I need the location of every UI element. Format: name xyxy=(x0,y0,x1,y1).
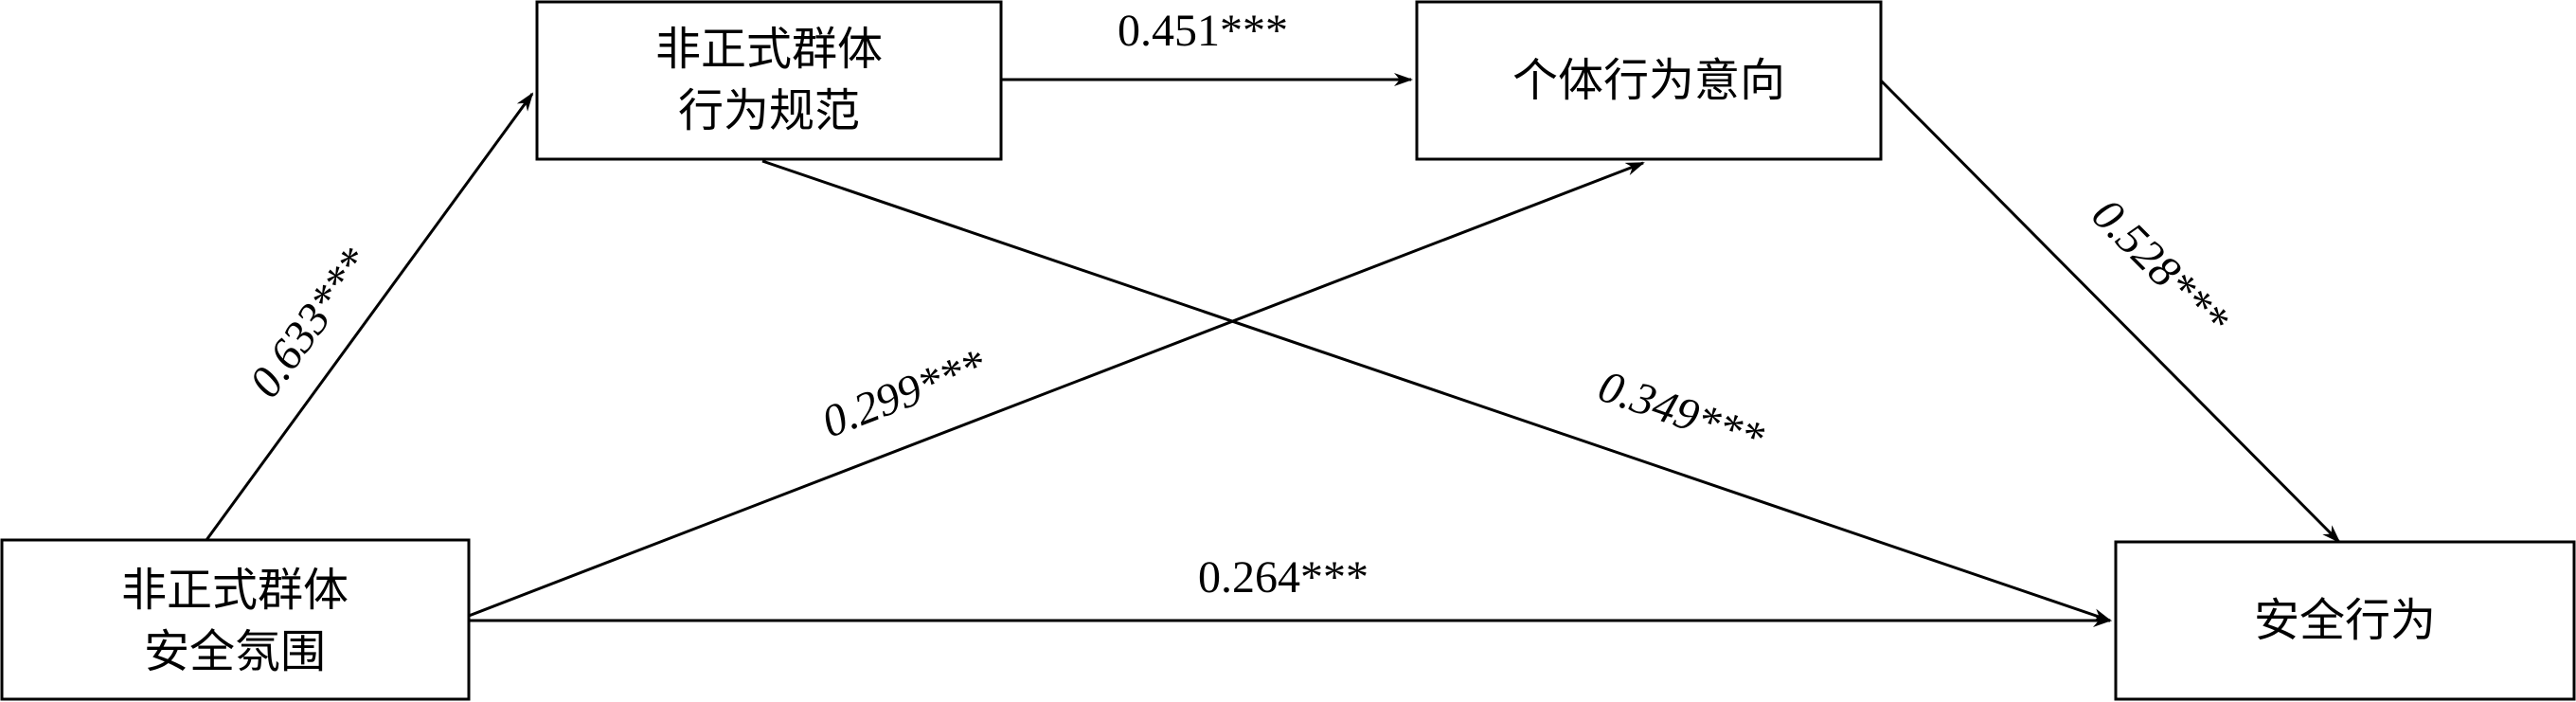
node-norms-line1: 非正式群体 xyxy=(655,23,883,76)
node-climate-line1: 非正式群体 xyxy=(121,564,349,617)
coef-climate-to-behavior: 0.264*** xyxy=(1198,552,1368,603)
node-safety-behavior: 安全行为 xyxy=(2114,540,2576,701)
edge-climate-to-norms xyxy=(205,92,534,541)
node-behavior-label: 安全行为 xyxy=(2254,594,2436,647)
node-climate-line2: 安全氛围 xyxy=(144,625,326,678)
node-informal-group-behavior-norms: 非正式群体 行为规范 xyxy=(535,0,1003,161)
node-individual-behavior-intention: 个体行为意向 xyxy=(1415,0,1883,161)
coef-norms-to-behavior: 0.349*** xyxy=(1592,361,1769,464)
edge-norms-to-behavior xyxy=(761,159,2112,622)
coef-norms-to-intention: 0.451*** xyxy=(1118,6,1288,56)
edge-intention-to-behavior xyxy=(1879,79,2341,544)
edge-climate-to-intention xyxy=(468,161,1645,618)
coef-climate-to-intention: 0.299*** xyxy=(815,340,993,448)
node-norms-line2: 行为规范 xyxy=(678,84,860,137)
node-informal-group-safety-climate: 非正式群体 安全氛围 xyxy=(0,538,471,701)
coef-intention-to-behavior: 0.528*** xyxy=(2083,189,2239,346)
coef-climate-to-norms: 0.633*** xyxy=(240,240,381,407)
node-intention-label: 个体行为意向 xyxy=(1512,54,1785,107)
